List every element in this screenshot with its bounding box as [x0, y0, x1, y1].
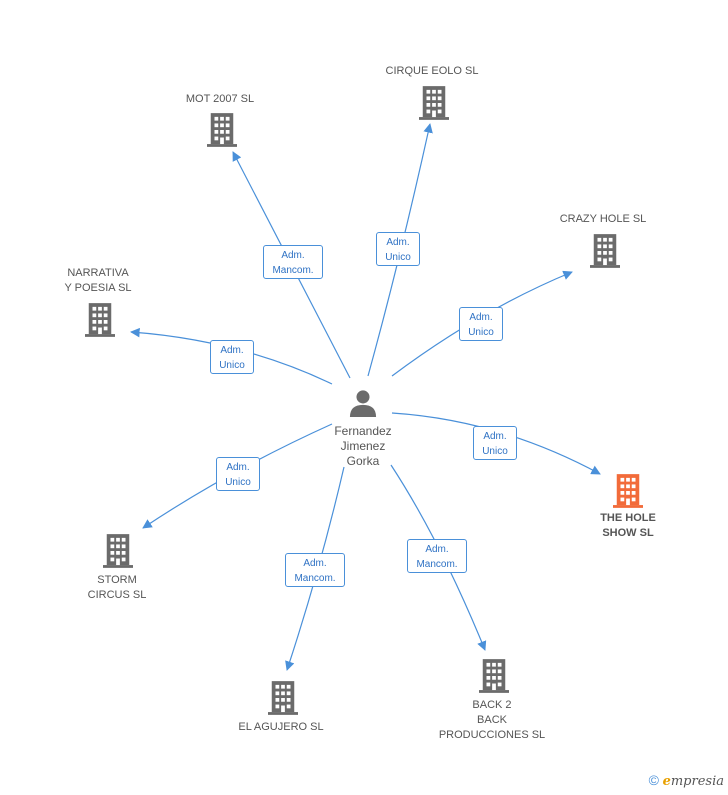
relation-label-the-hole-show: Adm. Unico: [473, 426, 517, 460]
relation-label-crazy-hole: Adm. Unico: [459, 307, 503, 341]
footer: © empresia: [649, 772, 724, 789]
company-label-el-agujero[interactable]: EL AGUJERO SL: [238, 721, 324, 733]
building-icon[interactable]: [590, 234, 620, 268]
company-label-narrativa-poesia[interactable]: NARRATIVA Y POESIA SL: [64, 267, 132, 294]
building-icon[interactable]: [103, 534, 133, 568]
building-icon[interactable]: [207, 113, 237, 147]
relation-label-storm-circus: Adm. Unico: [216, 457, 260, 491]
relation-label-narrativa-poesia: Adm. Unico: [210, 340, 254, 374]
person-name-label[interactable]: Fernandez Jimenez Gorka: [334, 424, 392, 468]
person-icon[interactable]: [349, 390, 377, 417]
company-label-back-2-back[interactable]: BACK 2 BACK PRODUCCIONES SL: [438, 699, 546, 741]
empresia-logo[interactable]: empresia: [662, 774, 724, 789]
company-label-storm-circus[interactable]: STORM CIRCUS SL: [87, 574, 147, 601]
building-icon[interactable]: [613, 474, 643, 508]
company-label-cirque-eolo[interactable]: CIRQUE EOLO SL: [385, 65, 479, 77]
building-icon[interactable]: [419, 86, 449, 120]
company-label-the-hole-show[interactable]: THE HOLE SHOW SL: [600, 512, 656, 539]
company-label-mot-2007[interactable]: MOT 2007 SL: [185, 93, 255, 105]
company-label-crazy-hole[interactable]: CRAZY HOLE SL: [559, 213, 647, 225]
edge-mot-2007: [232, 151, 351, 379]
relation-label-el-agujero: Adm. Mancom.: [285, 553, 345, 587]
building-icon[interactable]: [85, 303, 115, 337]
relation-label-cirque-eolo: Adm. Unico: [376, 232, 420, 266]
nodes: [85, 86, 643, 715]
copyright-icon: ©: [648, 772, 659, 788]
building-icon[interactable]: [479, 659, 509, 693]
relation-label-back-2-back: Adm. Mancom.: [407, 539, 467, 573]
relation-label-mot-2007: Adm. Mancom.: [263, 245, 323, 279]
building-icon[interactable]: [268, 681, 298, 715]
